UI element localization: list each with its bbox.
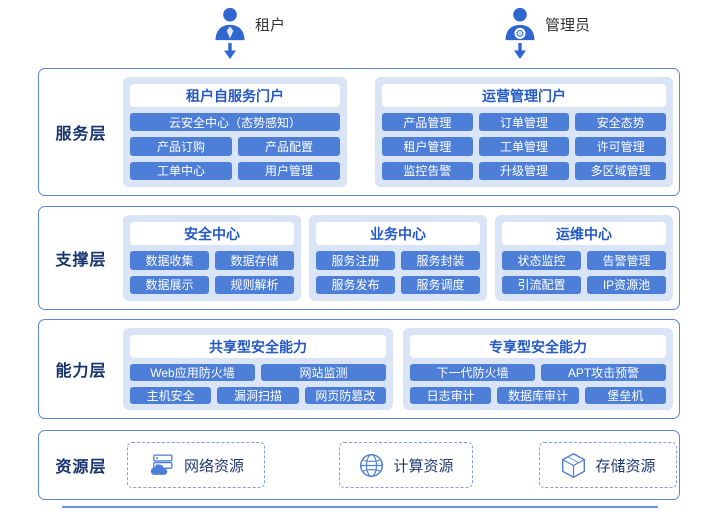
chip: 状态监控 bbox=[502, 251, 581, 270]
resource-storage-label: 存储资源 bbox=[595, 457, 656, 475]
chip: IP资源池 bbox=[587, 275, 666, 294]
layer-service: 服务层 租户自服务门户云安全中心（态势感知）产品订购产品配置工单中心用户管理 运… bbox=[38, 68, 680, 196]
admin-user-icon: ⚙ bbox=[505, 7, 535, 40]
chip: 服务发布 bbox=[316, 275, 395, 294]
chip-row: 工单中心用户管理 bbox=[130, 161, 340, 180]
chip-row: 下一代防火墙 APT攻击预警 bbox=[410, 364, 666, 381]
chip-row: Web应用防火墙网站监测 bbox=[130, 364, 386, 381]
actor-admin-label: 管理员 bbox=[545, 17, 591, 34]
chip: 产品管理 bbox=[382, 113, 473, 132]
chip-row: 租户管理工单管理许可管理 bbox=[382, 137, 667, 156]
section-ops-center: 运维中心状态监控告警管理引流配置 IP资源池 bbox=[495, 215, 673, 301]
chip: 引流配置 bbox=[502, 275, 581, 294]
chip: 漏洞扫描 bbox=[217, 387, 299, 404]
chip: 多区域管理 bbox=[575, 161, 667, 180]
bottom-divider bbox=[62, 506, 658, 508]
chip: 数据库审计 bbox=[497, 387, 579, 404]
resource-network-label: 网络资源 bbox=[183, 457, 244, 475]
layer-capability-label: 能力层 bbox=[55, 363, 107, 380]
chip: 下一代防火墙 bbox=[410, 364, 535, 381]
resource-storage: 存储资源 bbox=[539, 442, 677, 488]
tenant-user-icon bbox=[215, 7, 245, 41]
actor-tenant: 租户 bbox=[213, 6, 333, 65]
chip: 工单管理 bbox=[478, 137, 570, 156]
svg-text:⚙: ⚙ bbox=[515, 29, 524, 40]
section-title: 安全中心 bbox=[130, 222, 294, 245]
chip: 安全态势 bbox=[575, 113, 667, 132]
chip: 网站监测 bbox=[261, 364, 386, 381]
actor-admin: ⚙ 管理员 bbox=[503, 6, 623, 65]
section-dedicated-capability: 专享型安全能力下一代防火墙 APT攻击预警日志审计数据库审计堡垒机 bbox=[403, 328, 673, 410]
storage-resource-icon bbox=[562, 452, 586, 478]
chip-row: 服务发布服务调度 bbox=[316, 275, 480, 294]
chip: 告警管理 bbox=[587, 251, 666, 270]
chip: 订单管理 bbox=[478, 113, 570, 132]
section-tenant-portal: 租户自服务门户云安全中心（态势感知）产品订购产品配置工单中心用户管理 bbox=[123, 77, 347, 187]
section-ops-portal: 运营管理门户产品管理订单管理安全态势租户管理工单管理许可管理监控告警升级管理多区… bbox=[375, 77, 673, 187]
chip: APT攻击预警 bbox=[541, 364, 666, 381]
section-title: 专享型安全能力 bbox=[410, 335, 666, 358]
layer-resource-label: 资源层 bbox=[55, 459, 107, 476]
chip-row: 云安全中心（态势感知） bbox=[130, 113, 340, 132]
section-title: 共享型安全能力 bbox=[130, 335, 386, 358]
layer-support: 支撑层 安全中心数据收集数据存储数据展示规则解析 业务中心服务注册服务封装服务发… bbox=[38, 206, 680, 310]
network-resource-icon bbox=[150, 454, 173, 475]
down-arrow-icon bbox=[224, 43, 236, 59]
chip-row: 状态监控告警管理 bbox=[502, 251, 666, 270]
chip: 许可管理 bbox=[575, 137, 667, 156]
chip-row: 服务注册服务封装 bbox=[316, 251, 480, 270]
layer-service-label: 服务层 bbox=[55, 126, 107, 143]
compute-resource-icon bbox=[360, 453, 384, 477]
chip: 产品配置 bbox=[238, 137, 340, 156]
chip: 租户管理 bbox=[382, 137, 473, 156]
chip: 日志审计 bbox=[410, 387, 492, 404]
chip: Web应用防火墙 bbox=[130, 364, 255, 381]
chip: 升级管理 bbox=[478, 161, 570, 180]
section-title: 业务中心 bbox=[316, 222, 480, 245]
chip-row: 主机安全漏洞扫描网页防篡改 bbox=[130, 387, 386, 404]
chip: 数据收集 bbox=[130, 251, 209, 270]
actor-tenant-label: 租户 bbox=[255, 17, 286, 34]
chip: 用户管理 bbox=[238, 161, 340, 180]
chip: 网页防篡改 bbox=[304, 387, 386, 404]
section-title: 运营管理门户 bbox=[382, 84, 666, 107]
section-security-center: 安全中心数据收集数据存储数据展示规则解析 bbox=[123, 215, 301, 301]
chip-row: 数据展示规则解析 bbox=[130, 275, 294, 294]
layer-resource: 资源层 网络资源 计算资 bbox=[38, 430, 680, 500]
layer-support-label: 支撑层 bbox=[55, 252, 107, 269]
chip: 服务注册 bbox=[316, 251, 395, 270]
down-arrow-icon bbox=[514, 43, 526, 59]
chip-row: 数据收集数据存储 bbox=[130, 251, 294, 270]
resource-network: 网络资源 bbox=[127, 442, 265, 488]
chip: 堡垒机 bbox=[584, 387, 666, 404]
resource-compute: 计算资源 bbox=[339, 442, 473, 488]
chip: 工单中心 bbox=[130, 161, 232, 180]
chip: 服务封装 bbox=[401, 251, 480, 270]
section-title: 租户自服务门户 bbox=[130, 84, 340, 107]
chip-row: 日志审计数据库审计堡垒机 bbox=[410, 387, 666, 404]
chip-row: 监控告警升级管理多区域管理 bbox=[382, 161, 667, 180]
chip-row: 产品管理订单管理安全态势 bbox=[382, 113, 667, 132]
chip: 服务调度 bbox=[401, 275, 480, 294]
resource-compute-label: 计算资源 bbox=[393, 457, 454, 475]
chip: 云安全中心（态势感知） bbox=[130, 113, 340, 132]
chip: 主机安全 bbox=[130, 387, 212, 404]
chip: 规则解析 bbox=[215, 275, 294, 294]
chip: 数据展示 bbox=[130, 275, 209, 294]
section-title: 运维中心 bbox=[502, 222, 666, 245]
chip: 产品订购 bbox=[130, 137, 232, 156]
section-business-center: 业务中心服务注册服务封装服务发布服务调度 bbox=[309, 215, 487, 301]
chip: 数据存储 bbox=[215, 251, 294, 270]
chip: 监控告警 bbox=[382, 161, 473, 180]
chip-row: 引流配置 IP资源池 bbox=[502, 275, 666, 294]
chip-row: 产品订购产品配置 bbox=[130, 137, 340, 156]
